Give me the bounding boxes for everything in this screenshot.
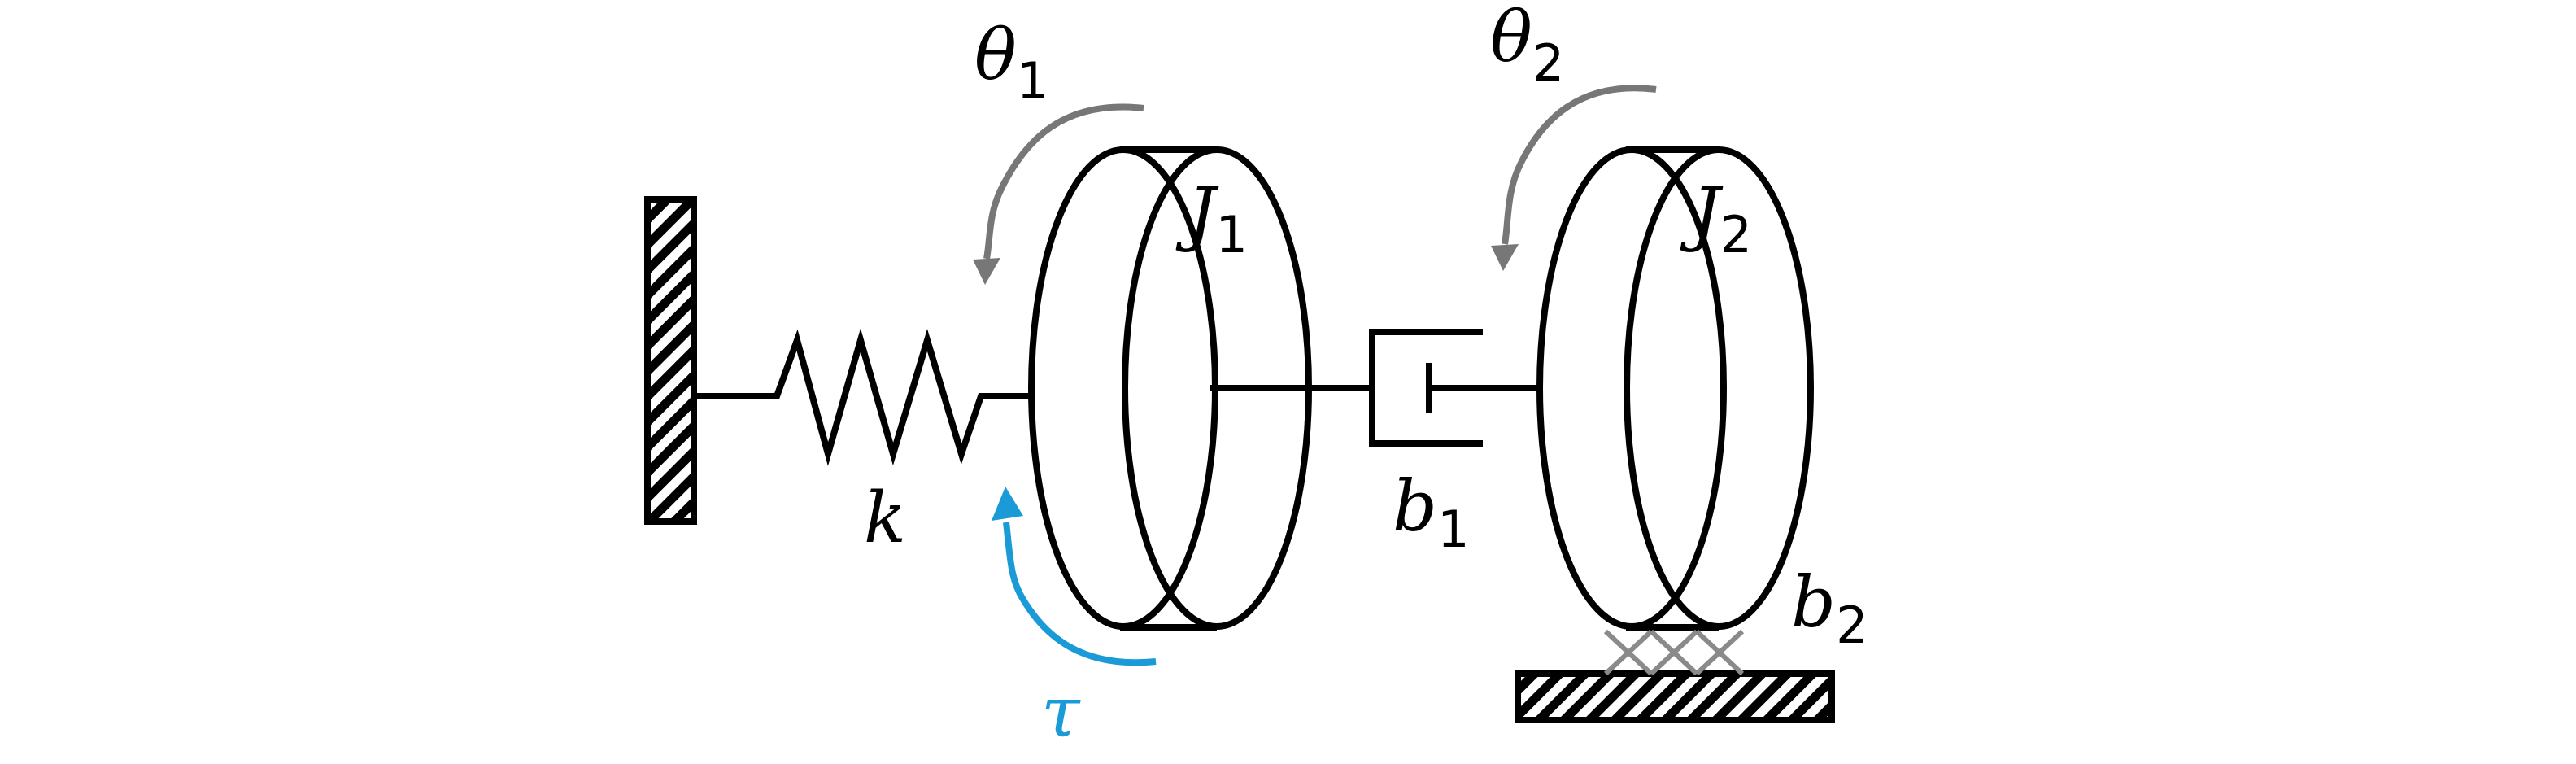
rotation-arrow-theta1 [973, 103, 1144, 285]
label-b2: b2 [1791, 562, 1868, 655]
torque-arrow-tau [992, 487, 1157, 666]
friction-contact-b2 [1603, 629, 1745, 676]
label-k: k [864, 478, 906, 559]
ground-support [1515, 670, 1835, 723]
fixed-wall [644, 196, 697, 525]
damper-b1 [1369, 329, 1537, 447]
label-j2: J2 [1680, 173, 1752, 264]
spring-k [694, 328, 1035, 466]
rotation-arrow-theta2 [1491, 85, 1657, 271]
label-b1: b1 [1393, 466, 1470, 559]
inertia-disk-j1 [1028, 146, 1369, 631]
label-theta2: θ2 [1490, 0, 1564, 93]
label-tau: τ [1041, 672, 1081, 753]
inertia-disk-j2 [1536, 146, 1814, 631]
label-theta1: θ1 [974, 15, 1048, 111]
